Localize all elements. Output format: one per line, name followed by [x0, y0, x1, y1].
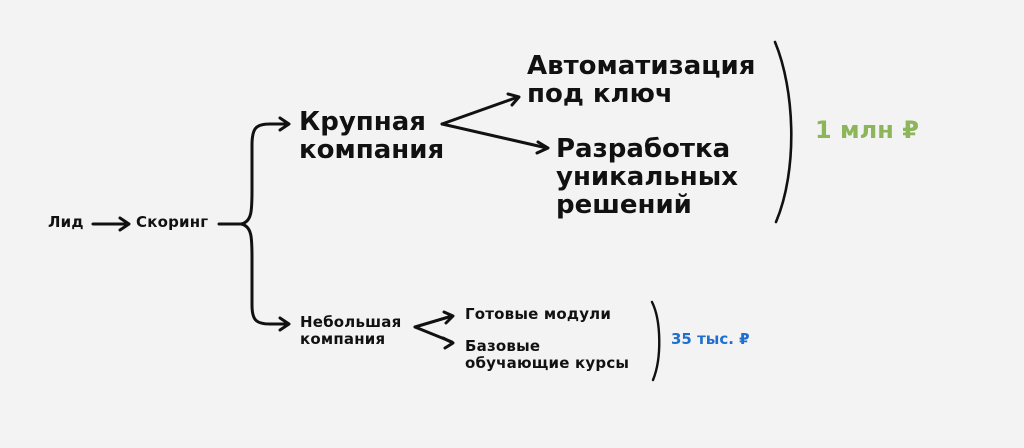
node-small-company-line1: Небольшая — [300, 313, 402, 331]
node-turnkey-automation-line2: под ключ — [527, 79, 673, 110]
node-custom-solutions-line2: уникальных — [556, 162, 739, 193]
arrow-lead-to-scoring — [91, 216, 131, 232]
node-custom-solutions: Разработка уникальных решений — [556, 135, 738, 219]
fork-large-company — [440, 92, 550, 155]
node-scoring: Скоринг — [136, 213, 209, 231]
bracket-large — [773, 40, 793, 224]
node-large-company-line2: компания — [299, 135, 445, 166]
node-lead: Лид — [48, 213, 84, 231]
node-custom-solutions-line1: Разработка — [556, 134, 731, 164]
node-large-company-line1: Крупная — [299, 107, 426, 137]
node-turnkey-automation-line1: Автоматизация — [527, 51, 756, 81]
node-turnkey-automation: Автоматизация под ключ — [527, 52, 755, 108]
node-small-company-line2: компания — [300, 329, 386, 348]
node-ready-modules: Готовые модули — [465, 305, 612, 323]
price-large: 1 млн ₽ — [815, 116, 919, 144]
node-small-company: Небольшая компания — [300, 314, 401, 347]
node-large-company: Крупная компания — [299, 108, 444, 164]
price-small: 35 тыс. ₽ — [671, 330, 750, 348]
branch-brace-scoring — [217, 116, 291, 332]
node-basic-courses: Базовые обучающие курсы — [465, 338, 629, 371]
node-custom-solutions-line3: решений — [556, 190, 692, 221]
node-basic-courses-line1: Базовые — [465, 337, 541, 355]
bracket-small — [650, 300, 661, 382]
fork-small-company — [413, 310, 455, 350]
node-basic-courses-line2: обучающие курсы — [465, 353, 630, 372]
